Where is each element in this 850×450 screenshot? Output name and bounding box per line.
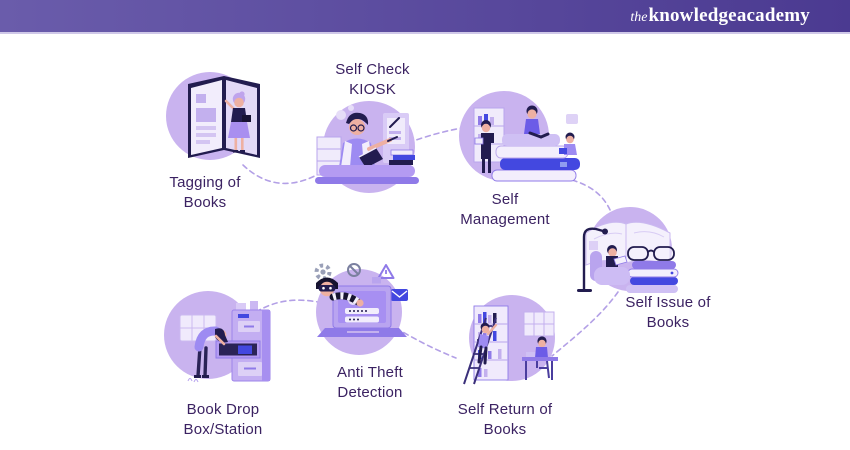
label-self-issue-of-books: Self Issue of Books <box>608 293 728 333</box>
reading-person-figure <box>559 132 577 155</box>
label-line: Books <box>646 313 690 331</box>
street-lamp-graphic <box>577 227 608 292</box>
label-line: KIOSK <box>349 80 396 98</box>
self-check-kiosk-illustration <box>303 97 428 210</box>
label-line: Book Drop <box>186 401 260 418</box>
drop-cabinet-graphic <box>215 301 271 382</box>
warning-triangle-icon <box>377 264 395 279</box>
book-pile-graphic <box>626 261 679 293</box>
label-line: Management <box>460 210 550 228</box>
grass-tuft-graphic <box>187 378 199 383</box>
small-message-icon <box>372 277 381 284</box>
label-line: Books <box>183 193 227 211</box>
logo-academy: academy <box>736 5 810 26</box>
label-self-management: Self Management <box>445 190 565 230</box>
thief-figure <box>316 277 364 307</box>
label-tagging-of-books: Tagging of Books <box>150 173 260 213</box>
book-drop-box-illustration <box>158 285 283 397</box>
logo-knowledge: knowledge <box>648 5 737 26</box>
envelope-icon <box>391 289 408 301</box>
bending-person-figure <box>194 326 228 378</box>
label-line: Self Check <box>335 61 410 78</box>
tagging-of-books-illustration <box>158 68 293 170</box>
label-anti-theft-detection: Anti Theft Detection <box>315 363 425 403</box>
label-self-return-of-books: Self Return of Books <box>435 400 575 440</box>
self-management-illustration <box>448 88 588 188</box>
glasses-graphic <box>627 246 675 261</box>
label-line: Anti Theft <box>337 364 403 381</box>
label-line: Tagging of <box>169 174 241 191</box>
label-line: Books <box>483 420 527 438</box>
librarian-figure <box>224 91 251 153</box>
kiosk-person-figure <box>339 112 398 168</box>
label-line: Detection <box>337 383 403 401</box>
self-return-of-books-illustration <box>438 292 568 399</box>
header-bar: theknowledgeacademy <box>0 0 850 34</box>
label-line: Self <box>491 191 519 208</box>
armchair-reader-figure <box>590 245 630 285</box>
anti-theft-detection-illustration <box>293 260 418 360</box>
ladder-climber-figure <box>463 317 498 385</box>
logo-the: the <box>630 10 648 25</box>
sitting-woman-figure <box>524 105 550 139</box>
standing-man-figure <box>474 120 491 173</box>
knowledge-academy-logo: theknowledgeacademy <box>630 5 810 27</box>
kiosk-desk-graphic <box>315 149 419 184</box>
label-line: Self Issue of <box>625 294 711 311</box>
label-book-drop-box: Book Drop Box/Station <box>163 400 283 440</box>
study-desk-figure <box>522 311 558 380</box>
label-line: Box/Station <box>183 420 263 438</box>
no-entry-icon <box>347 263 361 277</box>
self-issue-of-books-illustration <box>570 203 680 298</box>
label-self-check-kiosk: Self Check KIOSK <box>320 60 425 100</box>
label-line: Self Return of <box>457 401 553 418</box>
